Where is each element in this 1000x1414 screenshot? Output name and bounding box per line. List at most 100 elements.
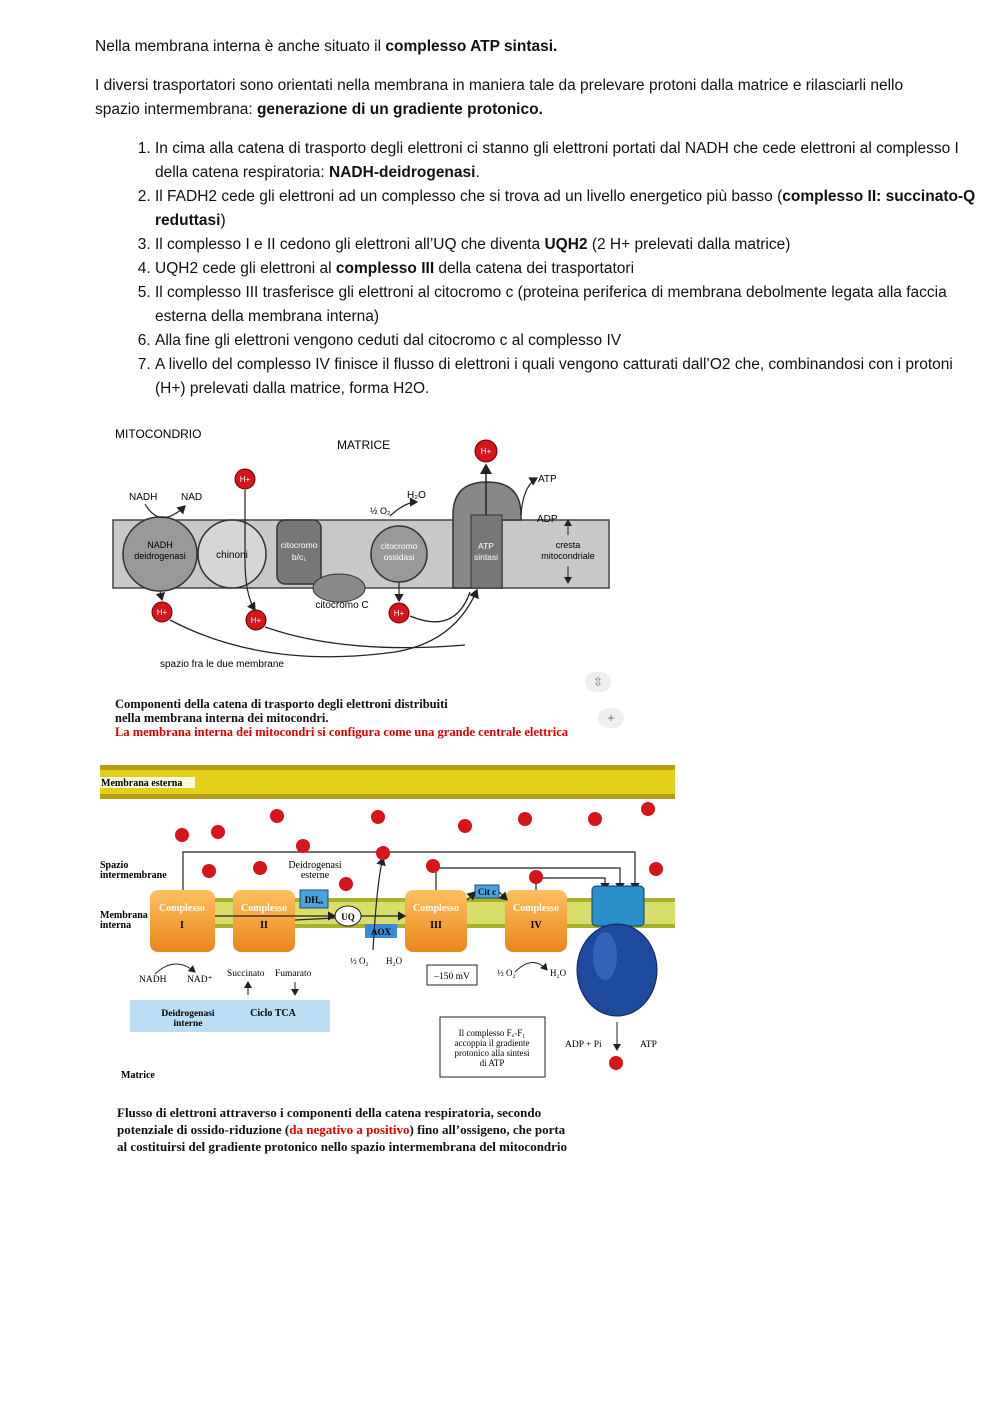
cytochrome-bc1-label: citocromo bbox=[281, 540, 318, 550]
step-text: UQH2 cede gli elettroni al bbox=[155, 260, 336, 277]
complex-label: Complesso bbox=[241, 903, 287, 914]
half-o2-label: ½ O₂ bbox=[350, 956, 369, 966]
nad-label: NAD bbox=[181, 492, 202, 503]
step-text: Il FADH2 cede gli elettroni ad un comple… bbox=[155, 188, 783, 205]
quinones-label: chinoni bbox=[216, 550, 248, 561]
aox-label: AOX bbox=[371, 927, 392, 937]
caption-line: potenziale di ossido-riduzione (da negat… bbox=[117, 1121, 567, 1138]
list-item: A livello del complesso IV finisce il fl… bbox=[155, 353, 985, 401]
step-text: ) bbox=[220, 212, 226, 229]
intermembrane-label: Spazio bbox=[100, 860, 128, 871]
intro-paragraph-2: I diversi trasportatori sono orientati n… bbox=[95, 74, 925, 122]
atp-note-text: di ATP bbox=[480, 1058, 505, 1068]
matrix-label: MATRICE bbox=[337, 438, 390, 452]
half-o2-label: ½ O₂ bbox=[370, 506, 391, 516]
atp-synthase-label: ATP bbox=[478, 541, 494, 551]
aox-box bbox=[365, 924, 397, 938]
caption-line: Flusso di elettroni attraverso i compone… bbox=[117, 1105, 542, 1120]
nadh-dehydrogenase-label: deidrogenasi bbox=[134, 551, 186, 561]
atp-synthase-label: sintasi bbox=[474, 552, 498, 562]
intermembrane-label: spazio fra le due membrane bbox=[160, 659, 284, 670]
external-dh-box bbox=[299, 889, 329, 909]
proton-icon bbox=[234, 468, 256, 490]
complex-iii bbox=[405, 890, 467, 952]
step-bold: UQH2 bbox=[544, 236, 588, 253]
complex-label: Complesso bbox=[159, 903, 205, 914]
complex-ii bbox=[233, 890, 295, 952]
atp-note-box bbox=[439, 1016, 546, 1078]
complex-number: II bbox=[260, 920, 268, 931]
step-text: Il complesso III trasferisce gli elettro… bbox=[155, 284, 947, 325]
caption-line: Componenti della catena di trasporto deg… bbox=[115, 697, 448, 711]
atp-note-text: Il complesso Fₒ-F₁ bbox=[459, 1028, 526, 1038]
nad-label: NAD⁺ bbox=[187, 975, 213, 985]
cytochrome-bc1-shape bbox=[276, 519, 322, 585]
atp-label: ATP bbox=[538, 474, 557, 485]
matrix-label: Matrice bbox=[121, 1070, 155, 1081]
adp-label: ADP bbox=[537, 514, 558, 525]
move-handle-icon[interactable]: ⇳ bbox=[585, 672, 611, 692]
caption-highlight: da negativo a positivo bbox=[289, 1122, 410, 1137]
complex-number: I bbox=[180, 920, 184, 931]
nadh-dehydrogenase-label: NADH bbox=[147, 540, 173, 550]
add-icon[interactable]: + bbox=[598, 708, 624, 728]
cytochrome-oxidase-label: ossidasi bbox=[384, 552, 415, 562]
intro-text: Nella membrana interna è anche situato i… bbox=[95, 38, 386, 55]
complex-label: Complesso bbox=[413, 903, 459, 914]
inner-membrane-label: Membrana bbox=[100, 910, 148, 921]
cytochrome-c-label: citocromo C bbox=[315, 600, 368, 611]
step-text: Il complesso I e II cedono gli elettroni… bbox=[155, 236, 545, 253]
step-bold: NADH-deidrogenasi bbox=[329, 164, 476, 181]
nadh-label: NADH bbox=[129, 492, 157, 503]
h2o-label: H₂O bbox=[550, 968, 567, 978]
list-item: Il complesso III trasferisce gli elettro… bbox=[155, 281, 985, 329]
tca-label: Ciclo TCA bbox=[250, 1008, 296, 1019]
outer-membrane bbox=[100, 765, 675, 799]
cytochrome-c-label: Cit c bbox=[478, 887, 496, 897]
potential-box bbox=[426, 964, 478, 986]
list-item: Alla fine gli elettroni vengono ceduti d… bbox=[155, 329, 985, 353]
external-dh-label: Deidrogenasi bbox=[288, 860, 342, 871]
intro-paragraph-1: Nella membrana interna è anche situato i… bbox=[95, 35, 925, 59]
step-text: Alla fine gli elettroni vengono ceduti d… bbox=[155, 332, 622, 349]
caption-line: nella membrana interna dei mitocondri. bbox=[115, 711, 329, 725]
mitochondrion-diagram: MITOCONDRIO MATRICE NADH deidrogenasi ch… bbox=[112, 427, 610, 670]
figure-caption-2: Flusso di elettroni attraverso i compone… bbox=[117, 1104, 567, 1155]
atp-synthase-f1 bbox=[576, 923, 658, 1017]
proton-label: H+ bbox=[240, 475, 251, 484]
internal-dh-label: interne bbox=[173, 1019, 202, 1029]
respiratory-chain-diagram: Membrana esterna Spazio intermembrane Me… bbox=[100, 765, 675, 1081]
complex-number: IV bbox=[530, 920, 542, 931]
complex-number: III bbox=[430, 920, 442, 931]
cytochrome-oxidase-label: citocromo bbox=[381, 541, 418, 551]
atp-note-text: protonico alla sintesi bbox=[455, 1048, 530, 1058]
proton-label: H+ bbox=[394, 609, 405, 618]
external-dh-label: esterne bbox=[301, 870, 330, 881]
list-item: UQH2 cede gli elettroni al complesso III… bbox=[155, 257, 985, 281]
list-item: Il FADH2 cede gli elettroni ad un comple… bbox=[155, 185, 985, 233]
atp-synthase-stalk bbox=[470, 514, 503, 589]
step-text: (2 H+ prelevati dalla matrice) bbox=[587, 236, 791, 253]
step-text: . bbox=[475, 164, 480, 181]
half-o2-label: ½ O₂ bbox=[497, 968, 516, 978]
complex-i bbox=[150, 890, 215, 952]
crest-label: mitocondriale bbox=[541, 551, 595, 561]
caption-line: La membrana interna dei mitocondri si co… bbox=[115, 725, 569, 739]
proton-icon bbox=[151, 601, 173, 623]
adp-pi-label: ADP + Pi bbox=[565, 1040, 602, 1050]
atp-note-text: accoppia il gradiente bbox=[455, 1038, 530, 1048]
internal-dh-label: Deidrogenasi bbox=[161, 1009, 214, 1019]
h2o-label: H₂O bbox=[407, 490, 426, 501]
caption-line: al costituirsi del gradiente protonico n… bbox=[117, 1139, 568, 1154]
matrix-dh-area bbox=[130, 1000, 330, 1032]
external-dh-text: DHₑₓ bbox=[305, 895, 324, 905]
intro-bold: complesso ATP sintasi. bbox=[385, 38, 558, 55]
proton-icon bbox=[245, 609, 267, 631]
protons bbox=[175, 802, 663, 1070]
step-text: A livello del complesso IV finisce il fl… bbox=[155, 356, 953, 397]
step-bold: complesso III bbox=[335, 260, 435, 277]
atp-label: ATP bbox=[640, 1040, 657, 1050]
proton-icon bbox=[474, 439, 498, 463]
h2o-label: H₂O bbox=[386, 956, 403, 966]
step-text: In cima alla catena di trasporto degli e… bbox=[155, 140, 959, 181]
